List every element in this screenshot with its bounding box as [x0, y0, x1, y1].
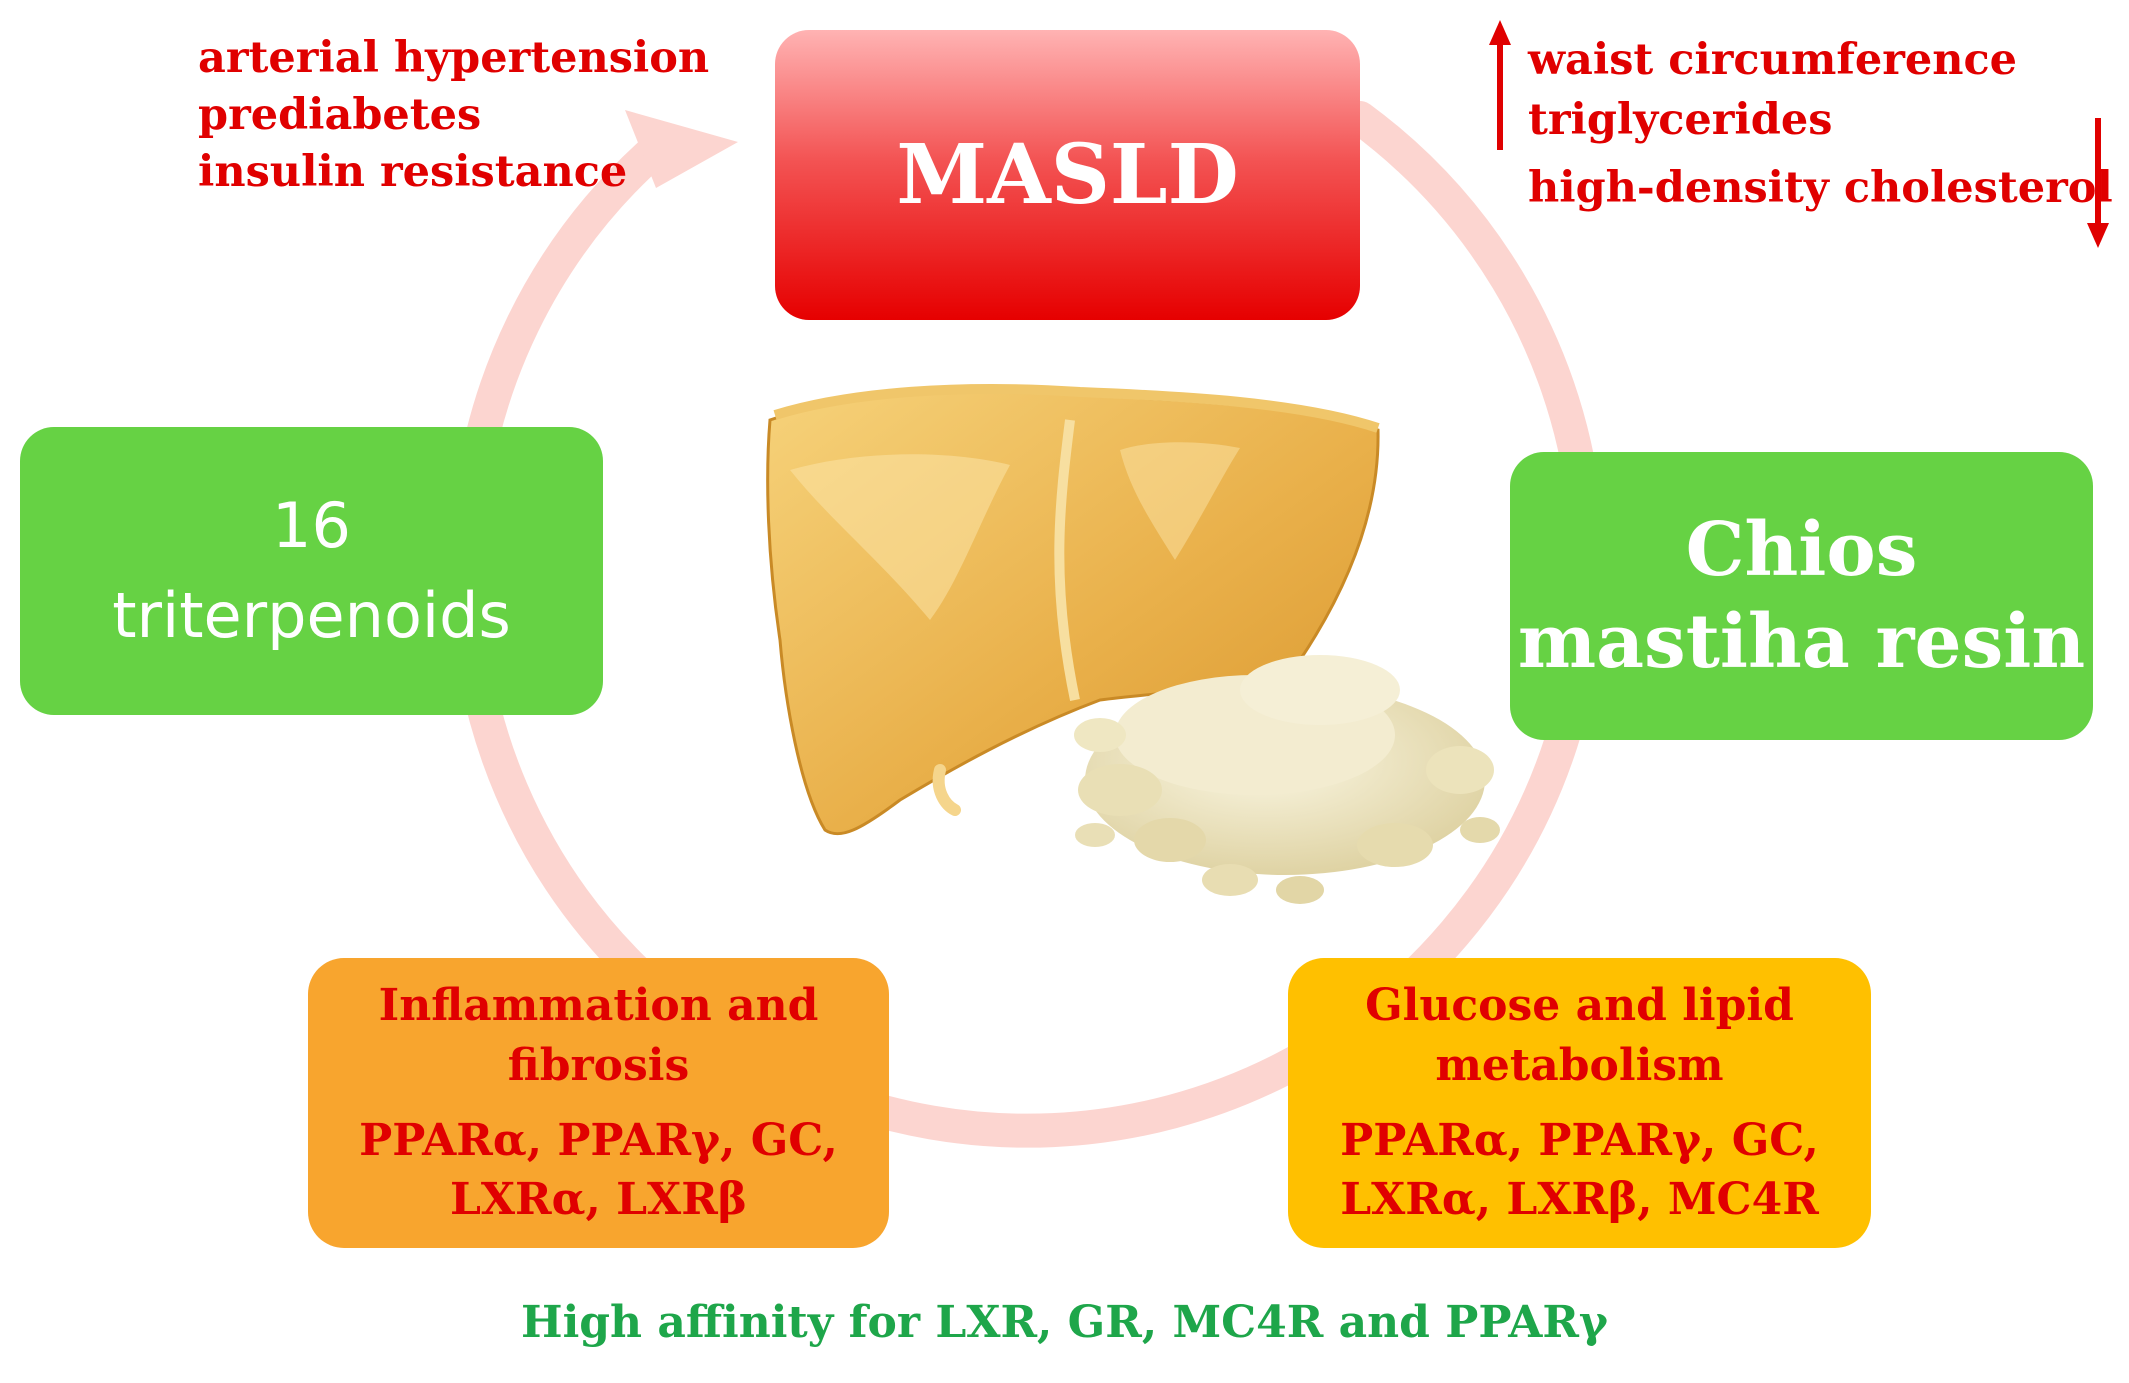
resin-pile	[1074, 655, 1500, 904]
risk-factor-list: arterial hypertension prediabetes insuli…	[198, 30, 709, 201]
lipid-marker-list: waist circumference triglycerides high-d…	[1528, 30, 2113, 218]
increased-marker: triglycerides	[1528, 95, 1833, 145]
metabolism-receptors-line1: PPARα, PPARγ, GC,	[1340, 1115, 1819, 1166]
decreased-marker: high-density cholesterol	[1528, 163, 2113, 213]
inflammation-title-line2: fibrosis	[507, 1039, 690, 1091]
inflammation-title: Inflammation and fibrosis	[379, 976, 819, 1095]
triterpenoids-box: 16 triterpenoids	[20, 427, 603, 715]
inflammation-title-line1: Inflammation and	[378, 980, 819, 1032]
risk-factor-item: prediabetes	[198, 90, 482, 140]
metabolism-receptors: PPARα, PPARγ, GC, LXRα, LXRβ, MC4R	[1340, 1111, 1819, 1230]
decrease-arrow	[2087, 118, 2109, 248]
masld-title: MASLD	[896, 127, 1239, 223]
risk-factor-item: arterial hypertension	[198, 33, 710, 83]
chios-mastiha-box: Chios mastiha resin	[1510, 452, 2093, 740]
inflammation-receptors-line1: PPARα, PPARγ, GC,	[359, 1115, 838, 1166]
increased-marker: waist circumference	[1528, 35, 2018, 85]
triterpenoids-label: triterpenoids	[112, 579, 511, 652]
metabolism-receptors-line2: LXRα, LXRβ, MC4R	[1340, 1174, 1819, 1226]
chios-label-line2: mastiha resin	[1517, 599, 2086, 685]
inflammation-receptors-line2: LXRα, LXRβ	[449, 1174, 747, 1226]
triterpenoids-count: 16	[272, 489, 351, 563]
increase-arrow	[1489, 20, 1511, 150]
risk-factor-item: insulin resistance	[198, 147, 628, 197]
affinity-footnote: High affinity for LXR, GR, MC4R and PPAR…	[521, 1297, 1608, 1348]
chios-label-line1: Chios	[1685, 506, 1918, 593]
metabolism-title-line1: Glucose and lipid	[1365, 980, 1794, 1032]
masld-box: MASLD	[775, 30, 1360, 320]
cycle-arrowhead	[625, 110, 738, 188]
inflammation-fibrosis-box: Inflammation and fibrosis PPARα, PPARγ, …	[308, 958, 889, 1248]
metabolism-title: Glucose and lipid metabolism	[1365, 976, 1794, 1095]
metabolism-title-line2: metabolism	[1435, 1039, 1724, 1091]
glucose-lipid-metabolism-box: Glucose and lipid metabolism PPARα, PPAR…	[1288, 958, 1871, 1248]
inflammation-receptors: PPARα, PPARγ, GC, LXRα, LXRβ	[359, 1111, 838, 1230]
liver-illustration	[766, 384, 1380, 836]
